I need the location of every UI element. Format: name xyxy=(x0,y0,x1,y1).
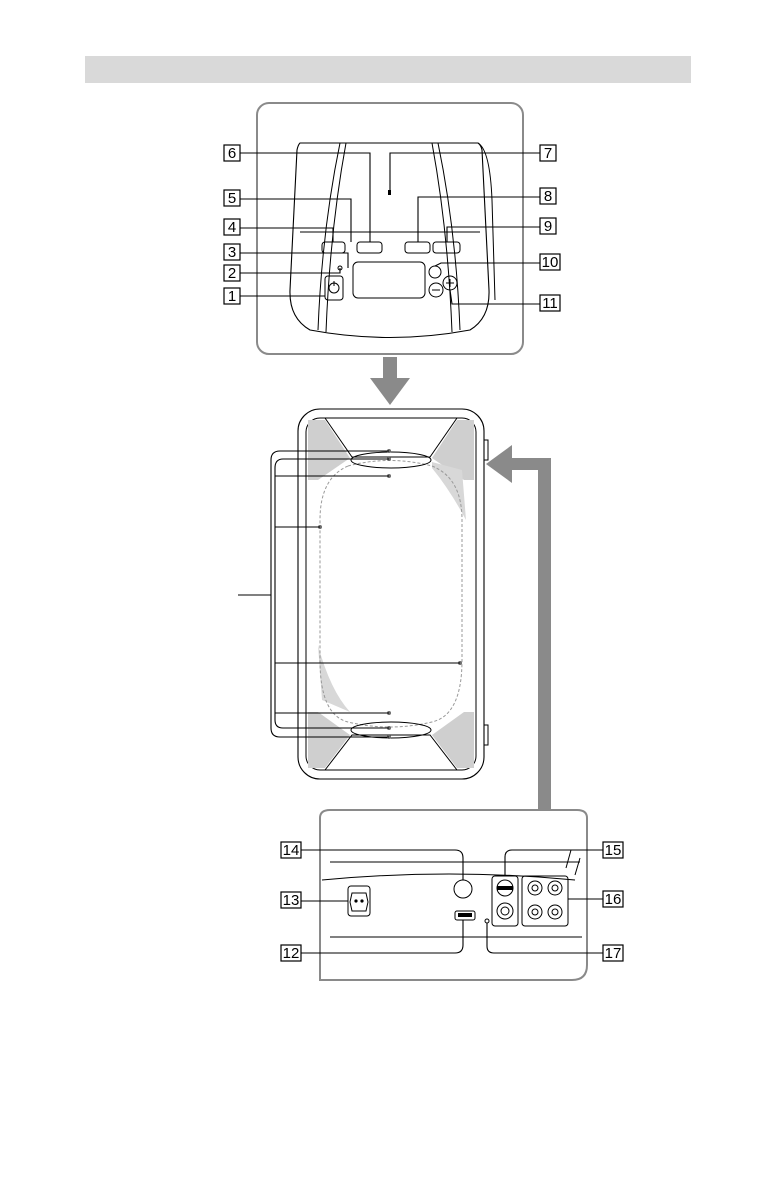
callout-label: 7 xyxy=(544,145,552,162)
callout-11: 11 xyxy=(540,295,560,312)
callout-9: 9 xyxy=(540,218,556,235)
callout-15: 15 xyxy=(603,842,623,859)
speaker-front-view xyxy=(238,409,488,779)
callout-2: 2 xyxy=(224,265,240,282)
callout-5: 5 xyxy=(224,190,240,207)
callout-label: 11 xyxy=(542,295,558,312)
callout-6: 6 xyxy=(224,145,240,162)
callout-12: 12 xyxy=(281,945,301,962)
callout-16: 16 xyxy=(603,891,623,908)
callout-label: 10 xyxy=(542,254,559,271)
callout-label: 5 xyxy=(228,190,236,207)
callout-label: 8 xyxy=(544,188,552,205)
arrow-down-icon xyxy=(370,357,410,405)
callout-label: 16 xyxy=(605,891,622,908)
callout-17: 17 xyxy=(603,945,623,962)
minus-icon xyxy=(429,283,443,297)
callout-3: 3 xyxy=(224,244,240,261)
callout-10: 10 xyxy=(540,254,560,271)
callout-label: 14 xyxy=(283,842,300,859)
callout-label: 13 xyxy=(283,892,300,909)
top-panel-detail xyxy=(240,103,540,354)
callout-1: 1 xyxy=(224,288,240,305)
ac-inlet-icon xyxy=(348,886,370,916)
callout-8: 8 xyxy=(540,188,556,205)
callout-label: 15 xyxy=(605,842,622,859)
callout-label: 9 xyxy=(544,218,552,235)
rear-panel-detail xyxy=(301,810,603,980)
power-icon xyxy=(329,281,339,293)
callout-13: 13 xyxy=(281,892,301,909)
callout-14: 14 xyxy=(281,842,301,859)
callout-label: 17 xyxy=(605,945,622,962)
arrow-up-icon xyxy=(486,445,551,810)
callout-label: 12 xyxy=(283,945,300,962)
callout-label: 1 xyxy=(228,288,236,305)
callout-label: 2 xyxy=(228,265,236,282)
callout-label: 6 xyxy=(228,145,236,162)
callout-7: 7 xyxy=(540,145,556,162)
callout-label: 3 xyxy=(228,244,236,261)
callout-label: 4 xyxy=(228,219,236,236)
callout-4: 4 xyxy=(224,219,240,236)
